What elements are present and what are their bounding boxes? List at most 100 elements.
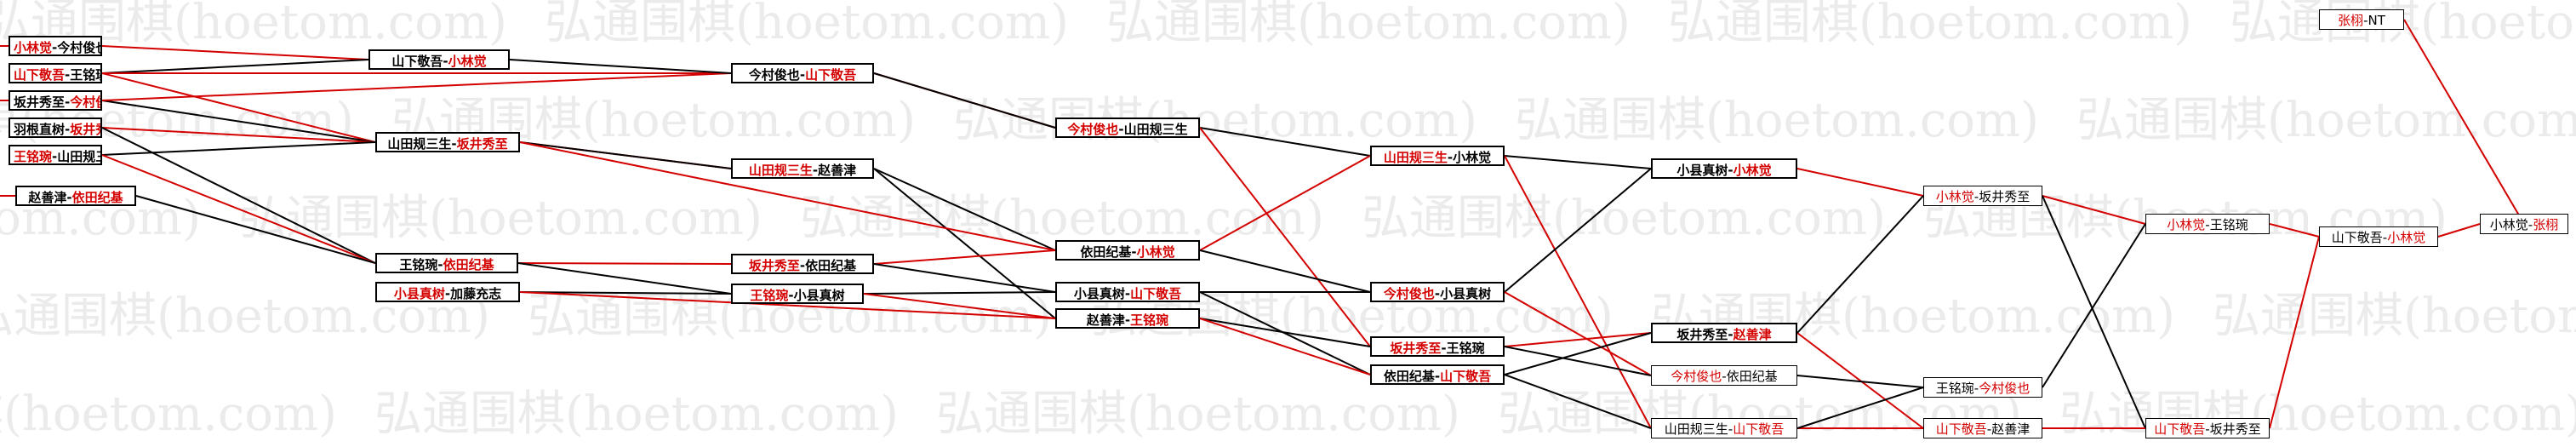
player-white: 赵善津 (818, 163, 857, 178)
connector-line (2403, 19, 2525, 225)
connector-line (1504, 346, 1652, 376)
player-black: 今村俊也 (748, 67, 800, 83)
connector-line (863, 293, 1056, 319)
connector-line (2042, 223, 2146, 388)
player-black: 小林觉 (2489, 217, 2528, 232)
connector-line (1199, 127, 1371, 347)
connector-line (101, 59, 369, 74)
connector-line (873, 72, 1056, 129)
match-box: 山田规三生-坂井秀至 (375, 132, 520, 152)
player-black: 坂井秀至 (748, 258, 800, 273)
connector-line (873, 168, 1056, 251)
player-white: 山田规三生 (57, 149, 100, 164)
player-black: 山下敬吾 (2154, 421, 2206, 437)
match-box: 赵善津-依田纪基 (15, 186, 136, 206)
connector-line (101, 141, 376, 156)
player-white: 依田纪基 (443, 257, 494, 272)
player-black: 小县真树 (393, 286, 445, 301)
player-black: 王铭琬 (1935, 381, 1974, 396)
connector-line (509, 59, 732, 74)
player-black: 小县真树 (1676, 163, 1728, 178)
player-white: 今村俊也 (57, 40, 100, 55)
player-black: 山田规三生 (1664, 421, 1728, 437)
match-box: 今村俊也-山下敬吾 (731, 63, 874, 83)
match-box: 小林觉-王铭琬 (2145, 214, 2270, 234)
connector-line (873, 249, 1056, 265)
player-black: 山田规三生 (748, 163, 813, 178)
match-box: 小县真树-山下敬吾 (1055, 282, 1200, 302)
connector-line (101, 72, 732, 101)
player-white: NT (2368, 13, 2385, 28)
connector-line (101, 45, 369, 60)
connector-line (873, 263, 1056, 293)
connector-line (519, 141, 1056, 251)
match-box: 小县真树-加藤充志 (375, 282, 520, 302)
player-black: 依田纪基 (1080, 244, 1132, 260)
connector-line (1504, 168, 1652, 293)
match-box: 山田规三生-小林觉 (1370, 146, 1505, 166)
player-white: 山下敬吾 (1130, 286, 1182, 301)
player-black: 王铭琬 (399, 257, 438, 272)
connector-line (2437, 223, 2481, 238)
player-black: 山下敬吾 (391, 54, 443, 69)
connector-line (1199, 127, 1371, 157)
player-white: 山下敬吾 (1733, 421, 1785, 437)
player-black: 羽根直树 (14, 122, 66, 137)
player-white: 山田规三生 (1123, 122, 1188, 137)
match-box: 小林觉-坂井秀至 (1923, 186, 2042, 206)
player-black: 坂井秀至 (1390, 341, 1442, 356)
connector-line (517, 262, 732, 265)
player-white: 张栩 (2533, 217, 2559, 232)
player-black: 山下敬吾 (1935, 421, 1987, 437)
match-box: 山下敬吾-小林觉 (2319, 226, 2438, 247)
player-white: 王铭琬 (1446, 341, 1485, 356)
match-box: 山下敬吾-王铭琬 (9, 63, 102, 83)
player-black: 山下敬吾 (14, 67, 66, 83)
player-black: 山田规三生 (1383, 150, 1448, 165)
match-box: 赵善津-王铭琬 (1055, 308, 1200, 329)
match-box: 坂井秀至-今村俊也 (9, 90, 102, 111)
match-box: 今村俊也-依田纪基 (1651, 365, 1797, 386)
player-white: 加藤充志 (450, 286, 502, 301)
player-black: 赵善津 (1086, 312, 1125, 328)
match-box: 坂井秀至-依田纪基 (731, 254, 874, 274)
player-black: 小林觉 (14, 40, 53, 55)
player-white: 山下敬吾 (1440, 369, 1492, 384)
connector-line (1796, 195, 1924, 334)
player-white: 小林觉 (2387, 230, 2426, 245)
connector-line (1199, 318, 1371, 347)
connector-line (1796, 375, 1924, 388)
connector-line (1504, 155, 1652, 429)
player-black: 小林觉 (1935, 189, 1974, 204)
player-white: 小林觉 (1453, 150, 1492, 165)
player-white: 王铭琬 (2209, 217, 2248, 232)
connector-line (101, 100, 376, 143)
player-black: 小县真树 (1073, 286, 1125, 301)
connector-line (1504, 291, 1652, 376)
player-black: 今村俊也 (1067, 122, 1119, 137)
match-box: 山下敬吾-赵善津 (1923, 418, 2042, 438)
player-white: 小县真树 (793, 288, 845, 303)
match-box: 王铭琬-山田规三生 (9, 145, 102, 165)
connector-line (2042, 195, 2146, 225)
player-black: 赵善津 (28, 190, 67, 205)
connector-line (863, 291, 1056, 295)
match-box: 今村俊也-山田规三生 (1055, 117, 1200, 138)
match-box: 依田纪基-小林觉 (1055, 240, 1200, 261)
match-box: 王铭琬-今村俊也 (1923, 377, 2042, 398)
match-box: 山田规三生-山下敬吾 (1651, 418, 1797, 438)
connector-line (519, 291, 732, 295)
player-black: 山田规三生 (387, 136, 452, 152)
player-black: 坂井秀至 (14, 95, 66, 110)
player-white: 王铭琬 (70, 67, 100, 83)
connector-line (1504, 332, 1652, 375)
connector-line (1504, 374, 1652, 429)
player-white: 小林觉 (448, 54, 487, 69)
match-box: 山田规三生-赵善津 (731, 158, 874, 179)
connector-line (517, 262, 732, 295)
player-white: 今村俊也 (70, 95, 100, 110)
match-box: 小林觉-张栩 (2480, 214, 2568, 234)
player-white: 依田纪基 (71, 190, 123, 205)
player-white: 赵善津 (1733, 327, 1772, 342)
